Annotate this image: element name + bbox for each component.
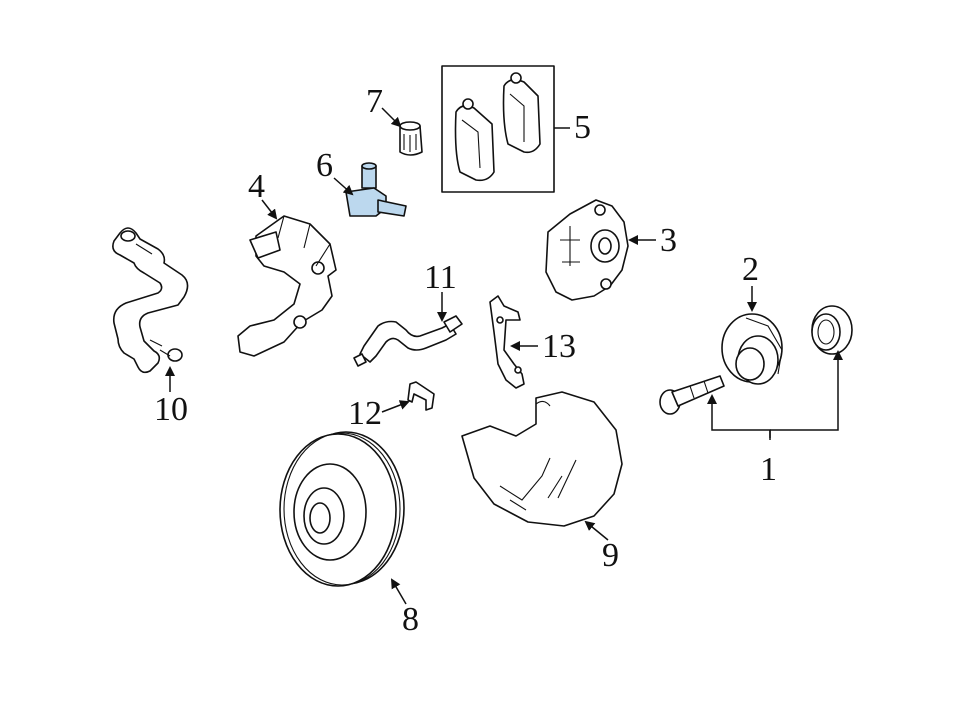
guide-pin-boot-part[interactable] <box>399 121 423 156</box>
clip-part[interactable] <box>407 381 435 411</box>
caliper-bracket-part[interactable] <box>237 215 337 357</box>
callout-1: 1 <box>760 451 777 488</box>
hub-bolt-part[interactable] <box>659 375 725 415</box>
callout-11: 11 <box>424 259 457 296</box>
wheel-hub-part[interactable] <box>721 313 783 385</box>
callout-leaders <box>165 107 843 605</box>
callout-13: 13 <box>542 328 576 365</box>
hose-bracket-part[interactable] <box>489 295 525 389</box>
callout-9: 9 <box>602 537 619 574</box>
callout-4: 4 <box>248 168 265 205</box>
callout-5: 5 <box>574 109 591 146</box>
wheel-bearing-part[interactable] <box>811 305 853 355</box>
dust-shield-part[interactable] <box>461 391 623 527</box>
callout-3: 3 <box>660 222 677 259</box>
brake-pad-set-part[interactable] <box>441 65 555 193</box>
caliper-part[interactable] <box>545 199 629 301</box>
callout-8: 8 <box>402 601 419 638</box>
brake-rotor-part[interactable] <box>279 431 405 587</box>
brake-line-part[interactable] <box>353 315 463 367</box>
callout-7: 7 <box>366 83 383 120</box>
callout-12: 12 <box>348 395 382 432</box>
brake-hose-part[interactable] <box>112 227 189 374</box>
callout-2: 2 <box>742 251 759 288</box>
callout-10: 10 <box>154 391 188 428</box>
callout-labels: 1 2 3 4 5 6 7 8 9 10 11 12 13 <box>154 83 777 638</box>
highlighted-sensor-part[interactable] <box>345 162 407 217</box>
callout-6: 6 <box>316 147 333 184</box>
